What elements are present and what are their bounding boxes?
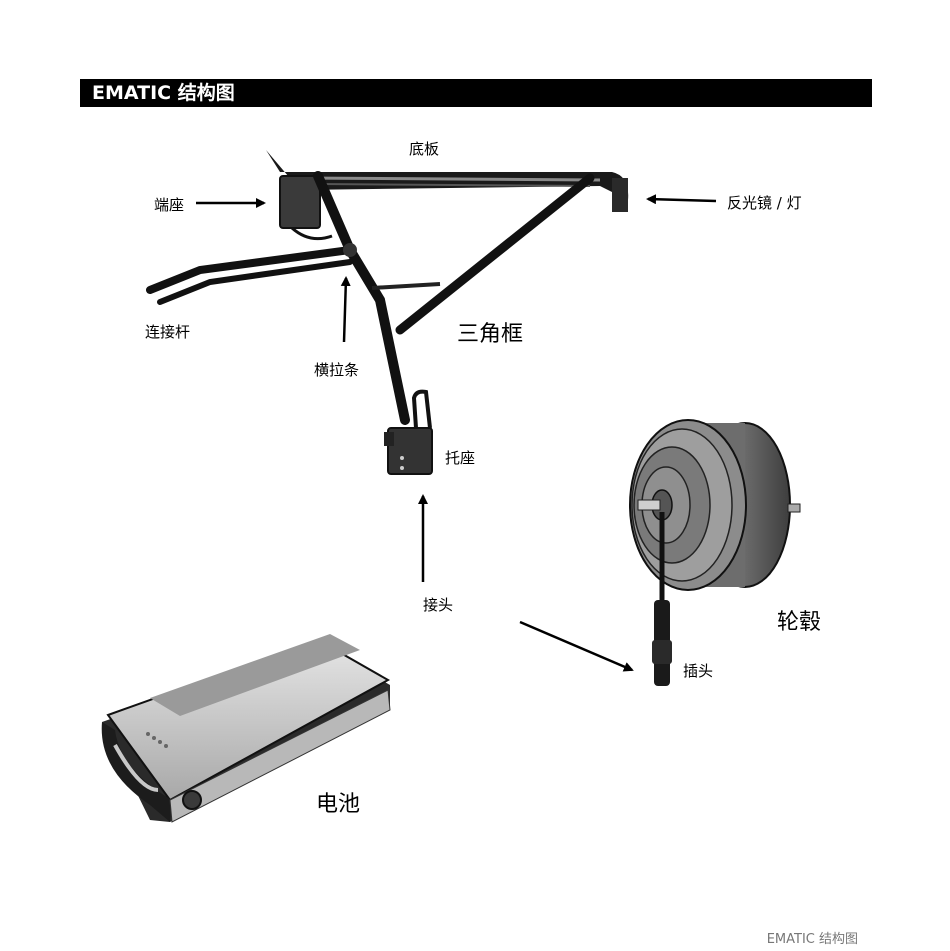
label-holder: 托座 xyxy=(445,447,475,468)
hub-motor xyxy=(630,420,800,686)
arrow-reflector xyxy=(648,199,716,201)
rack-frame xyxy=(150,150,628,474)
label-triangle-frame: 三角框 xyxy=(457,316,523,348)
label-plug: 插头 xyxy=(683,660,713,681)
label-cross-bar: 横拉条 xyxy=(314,359,359,380)
triangle-strut-diagonal xyxy=(400,178,590,330)
label-battery: 电池 xyxy=(316,786,360,818)
label-base-plate: 底板 xyxy=(409,138,439,159)
arrow-plug xyxy=(520,622,632,670)
label-connector: 接头 xyxy=(423,594,453,615)
label-hub: 轮毂 xyxy=(777,604,821,636)
label-connecting-rod: 连接杆 xyxy=(145,321,190,342)
label-end-mount: 端座 xyxy=(154,194,184,215)
triangle-strut-front xyxy=(318,176,405,420)
label-reflector-light: 反光镜 / 灯 xyxy=(727,192,802,213)
holder-block xyxy=(388,428,432,474)
arrow-cross-bar xyxy=(344,278,346,342)
reflector-mount xyxy=(612,178,628,212)
connecting-rod xyxy=(150,250,350,290)
footer-text: EMATIC 结构图 xyxy=(767,928,858,947)
cross-bar xyxy=(372,284,440,288)
end-mount-block xyxy=(280,176,320,228)
